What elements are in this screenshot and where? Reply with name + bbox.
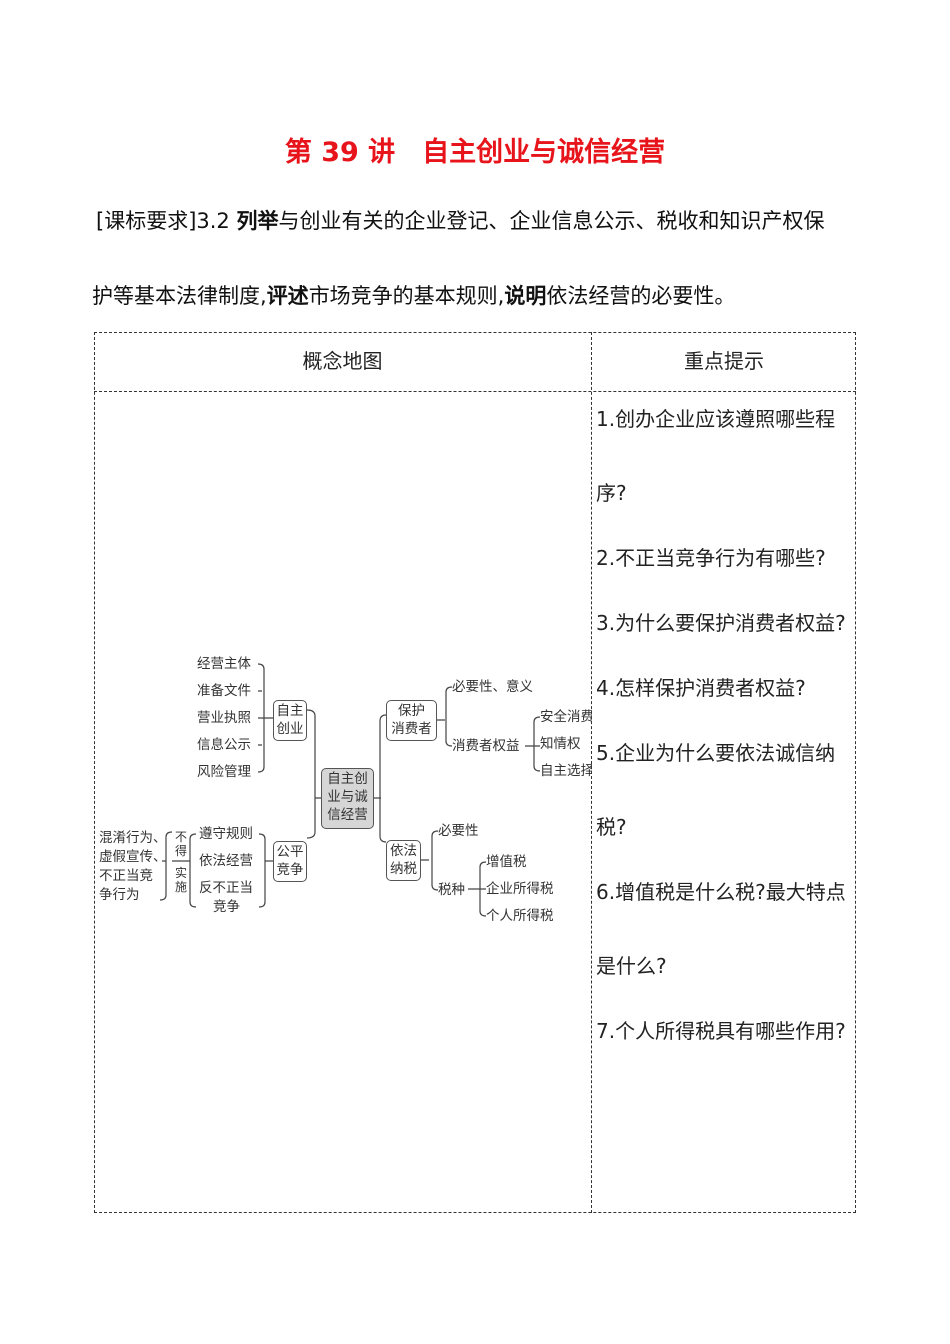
req-text-4: 依法经营的必要性。 xyxy=(546,284,736,308)
header-key-points: 重点提示 xyxy=(684,349,764,373)
tax-type: 个人所得税 xyxy=(486,908,554,924)
req-text-3: 市场竞争的基本规则, xyxy=(308,284,505,308)
consumer-item: 必要性、意义 xyxy=(452,679,533,695)
tax-type: 增值税 xyxy=(486,854,527,870)
tip-item: 3.为什么要保护消费者权益? xyxy=(596,611,846,635)
startup-item: 风险管理 xyxy=(197,764,251,780)
startup-item: 准备文件 xyxy=(197,683,251,699)
startup-item: 营业执照 xyxy=(197,710,251,726)
tip-item: 6.增值税是什么税?最大特点是什么? xyxy=(596,880,846,978)
consumer-item: 消费者权益 xyxy=(452,738,520,754)
fair-competition-node: 公平竞争 xyxy=(273,841,307,882)
startup-item: 经营主体 xyxy=(197,656,251,672)
not-allowed-label: 不得 xyxy=(175,830,188,858)
req-bold-1: 列举 xyxy=(236,209,279,233)
req-bold-3: 说明 xyxy=(504,284,547,308)
requirement-line-1: [课标要求]3.2 列举与创业有关的企业登记、企业信息公示、税收和知识产权保 xyxy=(96,205,824,235)
startup-item: 信息公示 xyxy=(197,737,251,753)
consumer-right: 自主选择 xyxy=(540,763,592,779)
consumer-node: 保护消费者 xyxy=(386,700,437,741)
req-text-1: 与创业有关的企业登记、企业信息公示、税收和知识产权保 xyxy=(278,209,825,233)
req-text-2: 护等基本法律制度, xyxy=(92,284,267,308)
req-prefix: [课标要求]3.2 xyxy=(96,209,237,233)
study-table xyxy=(94,332,856,1213)
tip-item: 7.个人所得税具有哪些作用? xyxy=(596,1019,846,1043)
tip-item: 5.企业为什么要依法诚信纳税? xyxy=(596,741,836,839)
center-node: 自主创业与诚信经营 xyxy=(321,768,374,829)
header-concept-map: 概念地图 xyxy=(302,349,383,373)
header-divider xyxy=(94,391,856,392)
tip-item: 4.怎样保护消费者权益? xyxy=(596,676,806,700)
lesson-title: 第 39 讲 自主创业与诚信经营 xyxy=(284,137,666,168)
consumer-right: 安全消费 xyxy=(540,709,592,725)
key-points-list: 1.创办企业应该遵照哪些程序? 2.不正当竞争行为有哪些? 3.为什么要保护消费… xyxy=(596,382,854,1059)
unfair-behaviors: 混淆行为、虚假宣传、不正当竞争行为 xyxy=(99,830,167,903)
startup-node: 自主创业 xyxy=(273,700,307,741)
consumer-right: 知情权 xyxy=(540,736,581,752)
tip-item: 1.创办企业应该遵照哪些程序? xyxy=(596,407,836,505)
tax-item: 税种 xyxy=(438,882,465,898)
fair-item: 依法经营 xyxy=(199,853,253,869)
tip-item: 2.不正当竞争行为有哪些? xyxy=(596,546,826,570)
tax-node: 依法纳税 xyxy=(386,840,421,881)
fair-item: 反不正当 xyxy=(199,880,253,896)
fair-item: 遵守规则 xyxy=(199,826,253,842)
column-divider xyxy=(591,332,592,1213)
implement-label: 实施 xyxy=(175,866,188,894)
fair-item: 竞争 xyxy=(213,899,240,915)
req-bold-2: 评述 xyxy=(266,284,309,308)
tax-type: 企业所得税 xyxy=(486,881,554,897)
tax-item: 必要性 xyxy=(438,823,479,839)
requirement-line-2: 护等基本法律制度,评述市场竞争的基本规则,说明依法经营的必要性。 xyxy=(92,280,735,310)
